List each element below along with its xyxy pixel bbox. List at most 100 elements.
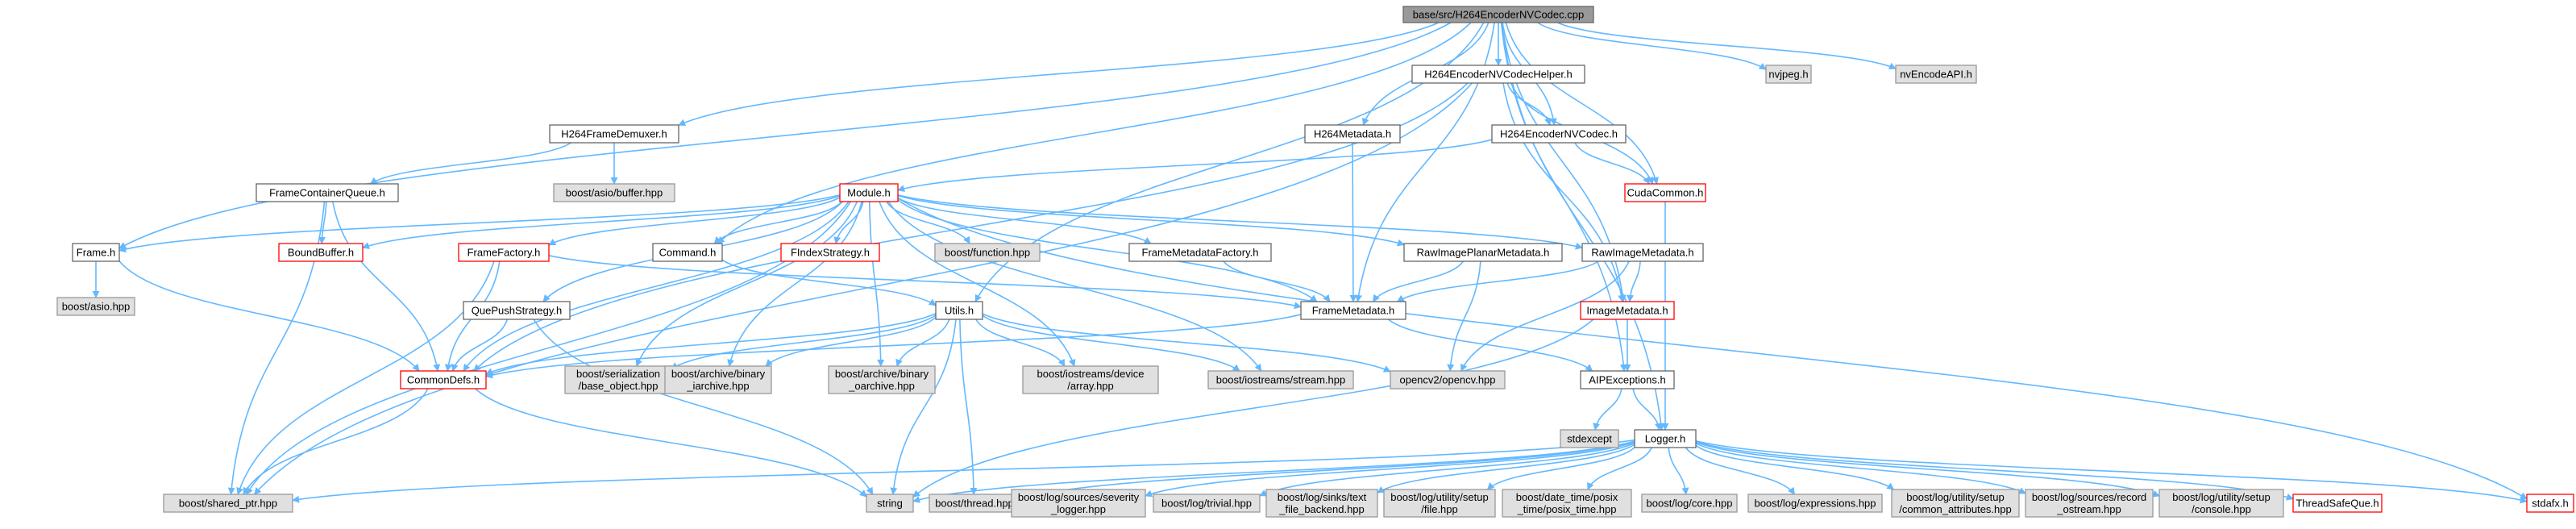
edge-logger-to-sinks bbox=[1377, 444, 1635, 494]
edge-module-to-iosstream bbox=[887, 201, 1262, 372]
node-boundbuffer[interactable]: BoundBuffer.h bbox=[278, 243, 364, 262]
node-root[interactable]: base/src/H264EncoderNVCodec.cpp bbox=[1402, 6, 1594, 23]
node-box bbox=[1403, 243, 1563, 262]
node-stdafx[interactable]: stdafx.h bbox=[2526, 494, 2574, 513]
edge-utils-to-commondefs bbox=[485, 313, 937, 375]
edge-module-to-boundbuffer bbox=[362, 195, 841, 249]
node-label: nvjpeg.h bbox=[1768, 69, 1808, 81]
edge-logger-to-thread bbox=[1019, 440, 1635, 501]
node-label: FrameFactory.h bbox=[467, 247, 541, 259]
edge-imagemeta-to-string bbox=[912, 319, 1594, 498]
node-label: nvEncodeAPI.h bbox=[1900, 69, 1972, 81]
node-qps[interactable]: QuePushStrategy.h bbox=[463, 301, 571, 320]
node-label: boost/log/sinks/text bbox=[1278, 491, 1367, 503]
node-label: boost/log/utility/setup bbox=[1390, 491, 1488, 503]
node-label: Frame.h bbox=[77, 247, 115, 259]
edge-rawimage-to-framemeta bbox=[1397, 260, 1599, 302]
node-box bbox=[2025, 489, 2154, 518]
node-label: _logger.hpp bbox=[1050, 503, 1106, 515]
nodes-layer: base/src/H264EncoderNVCodec.cppH264Encod… bbox=[56, 6, 2574, 518]
node-framemeta[interactable]: FrameMetadata.h bbox=[1300, 301, 1406, 320]
node-label: ImageMetadata.h bbox=[1586, 305, 1668, 317]
node-encoderh[interactable]: H264EncoderNVCodec.h bbox=[1491, 124, 1627, 144]
node-h264meta[interactable]: H264Metadata.h bbox=[1304, 124, 1401, 144]
node-box bbox=[1624, 183, 1706, 202]
node-imagemeta[interactable]: ImageMetadata.h bbox=[1580, 301, 1675, 320]
node-utils[interactable]: Utils.h bbox=[935, 301, 983, 320]
node-planar[interactable]: RawImagePlanarMetadata.h bbox=[1403, 243, 1563, 262]
edge-framefactory-to-framemeta bbox=[548, 255, 1302, 310]
node-box bbox=[934, 243, 1041, 262]
edge-demuxer-to-fcq bbox=[369, 142, 571, 185]
node-box bbox=[1383, 489, 1496, 518]
node-label: stdexcept bbox=[1567, 433, 1612, 445]
node-command[interactable]: Command.h bbox=[652, 243, 723, 262]
edge-module-to-rawimage bbox=[897, 194, 1583, 250]
edge-helper-to-encoderh bbox=[1506, 82, 1552, 126]
edge-root-to-frameh bbox=[118, 22, 1452, 249]
node-thread: boost/thread.hpp bbox=[929, 494, 1020, 513]
node-commondefs[interactable]: CommonDefs.h bbox=[400, 370, 487, 389]
node-label: boost/iostreams/device bbox=[1037, 368, 1145, 380]
edge-root-to-logger bbox=[1501, 22, 1665, 431]
node-frameh[interactable]: Frame.h bbox=[72, 243, 120, 262]
edge-commondefs-to-string bbox=[475, 388, 867, 498]
edge-frameh-to-commondefs bbox=[118, 260, 420, 372]
edge-qps-to-string bbox=[533, 319, 874, 495]
edges-layer bbox=[92, 22, 2528, 504]
node-iosdevice: boost/iostreams/device/array.hpp bbox=[1022, 365, 1159, 394]
node-label: CudaCommon.h bbox=[1627, 187, 1704, 199]
edge-module-to-planar bbox=[897, 194, 1405, 247]
node-tsq[interactable]: ThreadSafeQue.h bbox=[2292, 494, 2383, 513]
node-box bbox=[72, 243, 120, 262]
node-label: boost/asio.hpp bbox=[62, 301, 131, 313]
node-demuxer[interactable]: H264FrameDemuxer.h bbox=[549, 124, 679, 144]
edge-module-to-command bbox=[713, 201, 843, 244]
node-rawimage[interactable]: RawImageMetadata.h bbox=[1581, 243, 1704, 262]
node-label: FrameContainerQueue.h bbox=[269, 187, 385, 199]
edge-planar-to-framemeta bbox=[1372, 260, 1465, 302]
node-module[interactable]: Module.h bbox=[839, 183, 899, 202]
node-label: boost/function.hpp bbox=[945, 247, 1030, 259]
edge-qps-to-commondefs bbox=[451, 319, 509, 372]
node-aipex[interactable]: AIPExceptions.h bbox=[1580, 370, 1675, 389]
node-box bbox=[463, 301, 571, 320]
node-recordos: boost/log/sources/record_ostream.hpp bbox=[2025, 489, 2154, 518]
node-fmfactory[interactable]: FrameMetadataFactory.h bbox=[1128, 243, 1272, 262]
node-box bbox=[935, 301, 983, 320]
node-label: boost/asio/buffer.hpp bbox=[566, 187, 663, 199]
node-box bbox=[1207, 370, 1354, 389]
node-cudacommon[interactable]: CudaCommon.h bbox=[1624, 183, 1706, 202]
edge-helper-to-sharedptr bbox=[253, 82, 1473, 495]
node-framefactory[interactable]: FrameFactory.h bbox=[458, 243, 550, 262]
edge-utils-to-iosstream bbox=[982, 314, 1240, 372]
node-box bbox=[839, 183, 899, 202]
edge-module-to-commondefs bbox=[463, 201, 850, 372]
node-label: Command.h bbox=[659, 247, 717, 259]
node-box bbox=[400, 370, 487, 389]
edge-fcq-to-boundbuffer bbox=[318, 201, 327, 244]
edge-logger-to-commonattr bbox=[1695, 444, 1895, 490]
node-box bbox=[2158, 489, 2284, 518]
edge-encoderh-to-cudacommon bbox=[1574, 142, 1650, 185]
node-label: boost/log/sources/record bbox=[2032, 491, 2146, 503]
node-biarchive: boost/archive/binary_iarchive.hpp bbox=[664, 365, 772, 394]
node-fcq[interactable]: FrameContainerQueue.h bbox=[256, 183, 399, 202]
node-box bbox=[1390, 370, 1506, 389]
edge-module-to-stdafx bbox=[897, 197, 2528, 500]
node-box bbox=[1895, 65, 1977, 84]
node-findex[interactable]: FIndexStrategy.h bbox=[780, 243, 880, 262]
node-label: boost/serialization bbox=[576, 368, 660, 380]
node-boarchive: boost/archive/binary_oarchive.hpp bbox=[828, 365, 936, 394]
node-box bbox=[1402, 6, 1594, 23]
node-label: RawImageMetadata.h bbox=[1591, 247, 1693, 259]
node-posix: boost/date_time/posix_time/posix_time.hp… bbox=[1502, 489, 1632, 518]
edge-rawimage-to-opencv bbox=[1460, 260, 1630, 372]
node-box bbox=[278, 243, 364, 262]
node-label: string bbox=[877, 498, 903, 510]
node-helper[interactable]: H264EncoderNVCodecHelper.h bbox=[1411, 65, 1585, 84]
node-expressions: boost/log/expressions.hpp bbox=[1747, 494, 1883, 513]
node-label: Module.h bbox=[847, 187, 890, 199]
node-logger[interactable]: Logger.h bbox=[1634, 429, 1697, 448]
